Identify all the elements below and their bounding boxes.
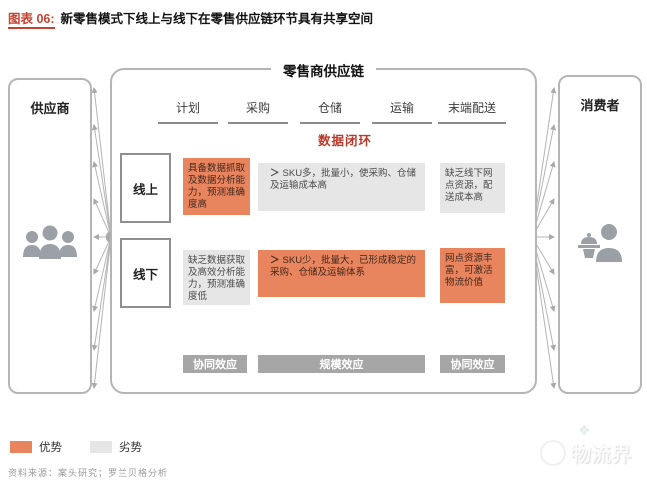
advantage-label: 优势: [39, 442, 62, 454]
stage-plan: 计划: [158, 99, 218, 124]
consumer-label: 消费者: [580, 98, 620, 113]
disadvantage-swatch: [90, 441, 112, 453]
data-loop-label: 数据闭环: [317, 134, 372, 148]
supplier-label: 供应商: [30, 101, 70, 116]
watermark-book-icon: ❖: [578, 422, 591, 438]
synergy-effect-bar-right: 协同效应: [440, 355, 505, 373]
row-label-offline: 线下: [120, 238, 171, 308]
consumer-person-icon: [560, 222, 640, 262]
row-label-online: 线上: [120, 153, 171, 223]
stage-warehousing: 仓储: [300, 99, 360, 124]
figure-number: 图表 06:: [8, 12, 55, 29]
advantage-swatch: [10, 441, 32, 453]
online-network-box: 缺乏线下网点资源，配送成本高: [440, 163, 505, 213]
bullet-icon: ＞: [270, 255, 280, 266]
offline-network-box: 网点资源丰富，可激活物流价值: [440, 248, 505, 303]
synergy-effect-bar-left: 协同效应: [183, 355, 247, 373]
supplier-panel: 供应商: [8, 78, 92, 394]
figure-title-text: 新零售模式下线上与线下在零售供应链环节具有共享空间: [60, 12, 374, 26]
bullet-icon: ＞: [270, 168, 280, 179]
source-note: 资料来源：案头研究；罗兰贝格分析: [8, 468, 169, 478]
watermark-logo-icon: [540, 439, 566, 466]
watermark: 物流界: [540, 438, 631, 467]
stage-transport: 运输: [372, 99, 432, 124]
suppliers-people-icon: [10, 225, 90, 261]
stage-last-mile: 末端配送: [438, 99, 506, 124]
figure-title: 图表 06: 新零售模式下线上与线下在零售供应链环节具有共享空间: [8, 8, 374, 29]
offline-sku-box: ＞SKU少，批量大，已形成稳定的采购、仓储及运输体系: [258, 250, 425, 297]
legend: 优势 劣势: [10, 439, 142, 455]
offline-data-box: 缺乏数据获取及高效分析能力，预测准确度低: [183, 250, 250, 305]
online-sku-box: ＞SKU多，批量小，使采购、仓储及运输成本高: [258, 163, 425, 211]
consumer-panel: 消费者: [558, 75, 642, 394]
disadvantage-label: 劣势: [119, 442, 142, 454]
fan-arrows-left: [91, 87, 114, 389]
stage-procurement: 采购: [228, 99, 288, 124]
watermark-text: 物流界: [571, 444, 631, 466]
scale-effect-bar: 规模效应: [258, 355, 425, 373]
online-advantage-data-box: 具备数据抓取及数据分析能力，预测准确度高: [183, 158, 250, 215]
